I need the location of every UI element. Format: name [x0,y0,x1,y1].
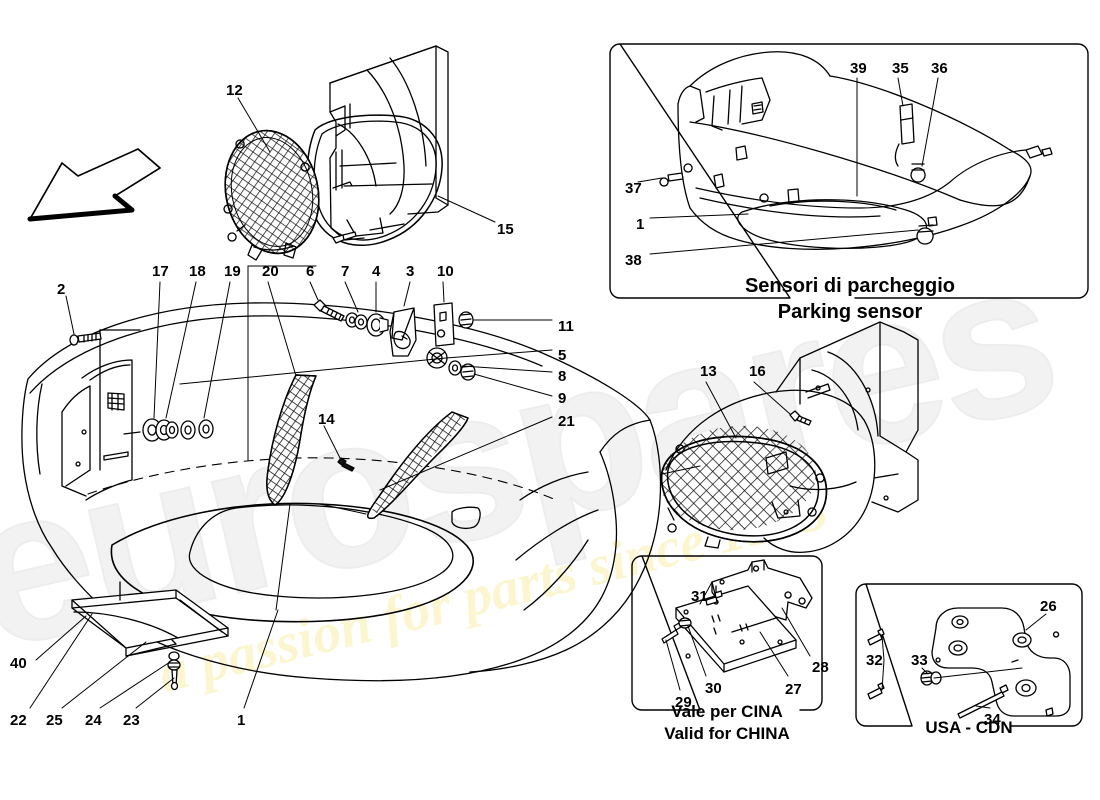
panel-caption-parking-it: Sensori di parcheggio [744,275,956,297]
grille-mesh-13 [656,420,828,549]
callout-37: 37 [625,180,642,197]
panel-china [631,555,823,711]
callout-9: 9 [558,390,567,407]
callout-35: 35 [892,60,909,77]
callout-31: 31 [691,588,708,605]
callout-10: 10 [437,263,454,280]
callout-19: 19 [224,263,241,280]
grille-mesh-12 [219,124,330,263]
callout-25: 25 [46,712,63,729]
callout-28: 28 [812,659,829,676]
bolt-2 [69,332,102,346]
duct-housing-right [665,321,919,554]
callout-13: 13 [700,363,717,380]
panel-caption-china-en: Valid for CHINA [664,724,790,743]
callout-3: 3 [406,263,415,280]
washer-stack-17-19 [123,418,214,442]
air-duct-housing [306,45,449,247]
callout-40: 40 [10,655,27,672]
callout-4: 4 [372,263,381,280]
callout-38: 38 [625,252,642,269]
callout-32: 32 [866,652,883,669]
callout-24: 24 [85,712,102,729]
callout-1-sensor: 1 [636,216,645,233]
screw-14 [337,457,355,472]
callout-30: 30 [705,680,722,697]
callout-34: 34 [984,711,1001,728]
callout-23: 23 [123,712,140,729]
callout-12: 12 [226,82,243,99]
callout-11: 11 [558,318,574,335]
hardware-row [313,299,476,381]
bolt-16 [789,410,812,426]
callout-29: 29 [675,694,692,711]
grille-mesh-20 [266,374,317,506]
callout-39: 39 [850,60,867,77]
callout-17: 17 [152,263,169,280]
callout-7: 7 [341,263,350,280]
callout-26: 26 [1040,598,1057,615]
callout-1: 1 [237,712,246,729]
callout-6: 6 [306,263,315,280]
panel-usa [855,583,1083,727]
direction-arrow [27,148,161,222]
callout-18: 18 [189,263,206,280]
splash-shield-assembly [71,581,229,691]
callout-5: 5 [558,347,567,364]
panel-caption-china-it: Vale per CINA [671,702,783,721]
callout-20: 20 [262,263,279,280]
callout-27: 27 [785,681,802,698]
callout-16: 16 [749,363,766,380]
callout-2: 2 [57,281,66,298]
grille-mesh-21 [367,411,469,520]
callout-36: 36 [931,60,948,77]
callout-21: 21 [558,413,575,430]
callout-33: 33 [911,652,928,669]
panel-caption-usa: USA - CDN [925,718,1013,737]
panel-parking-sensor [609,43,1089,299]
leader-lines-main [29,97,791,709]
callout-8: 8 [558,368,567,385]
callout-15: 15 [497,221,514,238]
callout-14: 14 [318,411,335,428]
panel-caption-parking-en: Parking sensor [777,301,923,323]
callout-22: 22 [10,712,27,729]
bolt-near-grille-12 [332,231,357,244]
